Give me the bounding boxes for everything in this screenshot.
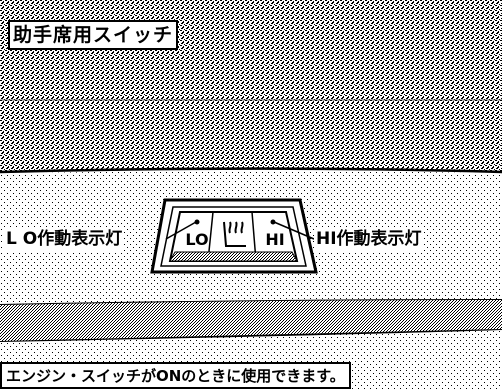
hi-indicator-label: HI作動表示灯 (314, 227, 424, 251)
hi-leader-line (273, 221, 315, 240)
rocker-base (169, 251, 298, 262)
lo-leader-line (165, 221, 197, 240)
usage-note: エンジン・スイッチがONのときに使用できます。 (0, 362, 351, 389)
seat-heater-symbol (223, 221, 246, 247)
seat-seam (0, 167, 502, 174)
switch-assembly: LO HI (150, 198, 318, 274)
svg-text:LO: LO (185, 230, 208, 249)
hi-symbol: HI (265, 219, 285, 249)
trim-band (0, 300, 502, 342)
trim-line-2 (0, 329, 502, 343)
lo-indicator-label: L O作動表示灯 (4, 227, 125, 251)
hi-indicator-lamp (270, 219, 276, 225)
lo-indicator-lamp (194, 219, 200, 225)
svg-text:HI: HI (265, 230, 284, 249)
diagram-title: 助手席用スイッチ (8, 20, 179, 50)
lo-symbol: LO (185, 219, 209, 249)
